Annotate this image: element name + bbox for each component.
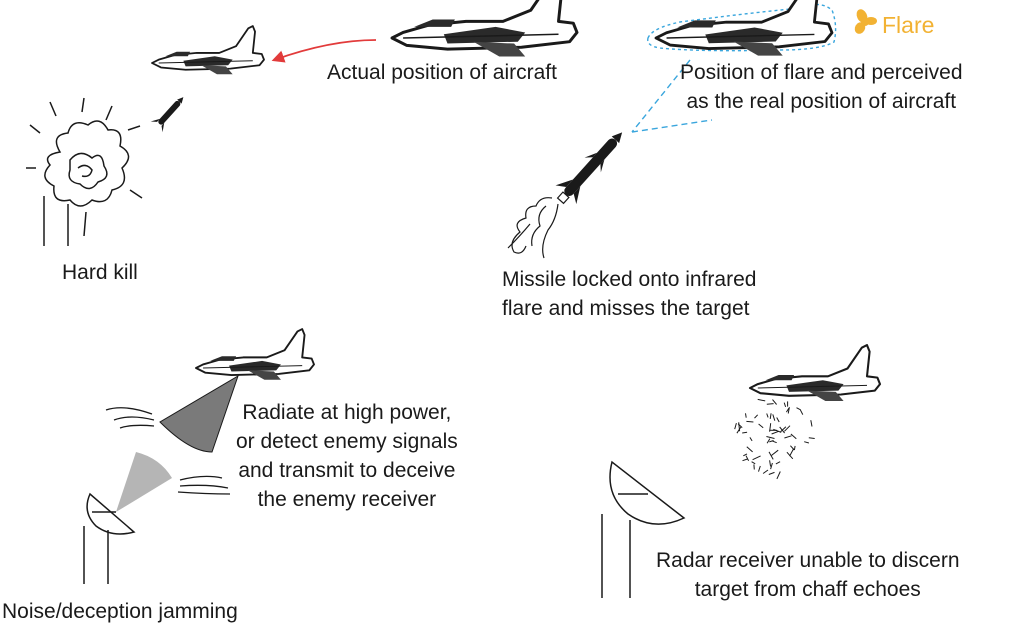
chaff-cloud-icon: [734, 398, 815, 480]
chaff-strip: [773, 428, 782, 433]
chaff-strip: [784, 435, 792, 439]
chaff-strip: [745, 413, 747, 418]
jet-aircraft-icon: [654, 0, 834, 58]
chaff-strip: [776, 417, 780, 423]
chaff-strip: [796, 407, 801, 411]
flare-position-label: Position of flare and perceived as the r…: [680, 61, 963, 113]
chaff-strip: [736, 426, 742, 434]
chaff-strip: [780, 426, 787, 433]
flare-label: Flare: [882, 12, 934, 38]
chaff-strip: [799, 408, 804, 415]
chaff-strip: [790, 445, 795, 451]
chaff-strip: [734, 422, 737, 430]
missile-locked-label: Missile locked onto infrared flare and m…: [502, 268, 757, 320]
chaff-strip: [772, 414, 776, 421]
chaff-strip: [749, 437, 753, 442]
radar-dish-icon: [83, 492, 136, 584]
jet-aircraft-icon: [390, 0, 579, 58]
chaff-strip: [762, 469, 769, 474]
jet-aircraft-icon: [195, 328, 315, 381]
chaff-strip: [769, 440, 774, 443]
chaff-strip: [738, 422, 741, 432]
hard-kill-label: Hard kill: [62, 261, 138, 284]
chaff-strip: [769, 413, 772, 419]
chaff-strip: [785, 407, 790, 413]
radar-receiver-label: Radar receiver unable to discern target …: [656, 549, 960, 601]
chaff-strip: [783, 402, 787, 408]
chaff-strip: [772, 399, 777, 405]
flare-outline: [647, 3, 837, 52]
chaff-strip: [742, 458, 748, 462]
chaff-strip: [766, 436, 775, 439]
chaff-strip: [754, 414, 759, 419]
chaff-strip: [742, 431, 748, 434]
actual-position-label: Actual position of aircraft: [327, 61, 557, 84]
chaff-strip: [743, 453, 748, 457]
explosion-icon: [26, 97, 143, 246]
chaff-strip: [768, 451, 774, 460]
chaff-strip: [746, 420, 754, 423]
chaff-strip: [746, 446, 753, 453]
missile-icon: [555, 132, 623, 205]
radar-beam: [116, 452, 172, 512]
chaff-strip: [808, 437, 815, 439]
chaff-strip: [770, 462, 773, 470]
chaff-strip: [771, 449, 779, 456]
chaff-strip: [775, 461, 781, 465]
jet-aircraft-icon: [151, 25, 265, 76]
chaff-strip: [757, 398, 766, 402]
chaff-strip: [793, 445, 796, 451]
signal-wave-icon: [105, 407, 231, 495]
jamming-beam: [159, 374, 239, 453]
chaff-strip: [776, 471, 781, 480]
missile-icon: [150, 97, 184, 133]
chaff-strip: [789, 448, 795, 457]
radar-dish-icon: [601, 460, 686, 598]
chaff-strip: [766, 413, 769, 418]
chaff-strip: [766, 403, 774, 405]
radiate-label: Radiate at high power, or detect enemy s…: [236, 401, 458, 511]
chaff-strip: [745, 455, 750, 462]
chaff-strip: [758, 423, 764, 429]
chaff-strip: [752, 455, 761, 461]
chaff-strip: [769, 423, 772, 432]
exhaust-plume: [507, 197, 559, 259]
chaff-strip: [766, 438, 771, 444]
jet-aircraft-icon: [748, 344, 882, 403]
chaff-strip: [804, 441, 810, 444]
chaff-strip: [751, 461, 756, 465]
tracking-line: [631, 59, 713, 133]
chaff-strip: [758, 465, 761, 472]
noise-jamming-label: Noise/deception jamming: [2, 600, 238, 623]
chaff-strip: [784, 425, 791, 432]
chaff-strip: [810, 420, 813, 427]
chaff-strip: [771, 430, 779, 435]
chaff-strip: [768, 471, 775, 475]
chaff-strip: [769, 460, 772, 467]
chaff-strip: [790, 433, 797, 440]
red-arrow: [271, 39, 377, 63]
flare-burst-icon: [854, 9, 877, 34]
